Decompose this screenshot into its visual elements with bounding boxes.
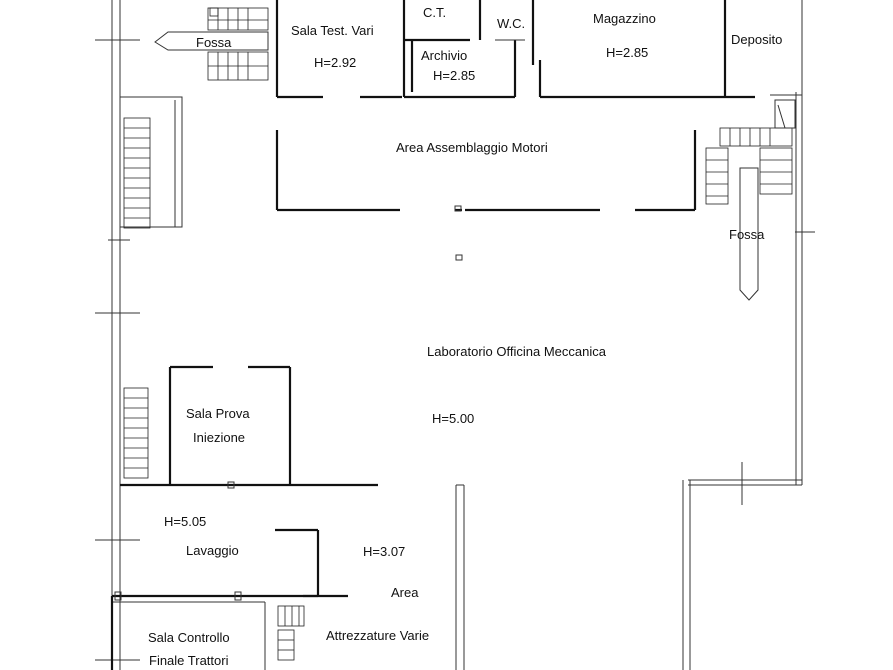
label-deposito: Deposito: [731, 32, 782, 47]
label-area: Area: [391, 585, 419, 600]
label-archivio-height: H=2.85: [433, 68, 475, 83]
label-sala-test-height: H=2.92: [314, 55, 356, 70]
fossa-top-pit: [154, 7, 269, 81]
right-staircase-fossa: [705, 99, 796, 301]
left-staircase-upper: [119, 96, 183, 229]
label-lavaggio-height: H=5.05: [164, 514, 206, 529]
label-archivio: Archivio: [421, 48, 467, 63]
label-fossa-right: Fossa: [729, 227, 765, 242]
label-lavaggio: Lavaggio: [186, 543, 239, 558]
label-attrezzature: Attrezzature Varie: [326, 628, 429, 643]
assemblaggio-walls: [275, 130, 697, 261]
label-laboratorio: Laboratorio Officina Meccanica: [427, 344, 607, 359]
square-marker-icon: [209, 7, 219, 17]
label-ct: C.T.: [423, 5, 446, 20]
label-sala-prova-1: Sala Prova: [186, 406, 250, 421]
sala-prova-walls: [120, 365, 378, 489]
label-area-height: H=3.07: [363, 544, 405, 559]
label-sala-test: Sala Test. Vari: [291, 23, 374, 38]
label-laboratorio-height: H=5.00: [432, 411, 474, 426]
label-wc: W.C.: [497, 16, 525, 31]
label-sala-controllo-1: Sala Controllo: [148, 630, 230, 645]
label-magazzino: Magazzino: [593, 11, 656, 26]
top-rooms-walls: [275, 0, 802, 99]
lower-walls: [110, 480, 691, 670]
label-assemblaggio: Area Assemblaggio Motori: [396, 140, 548, 155]
label-fossa-top: Fossa: [196, 35, 232, 50]
outer-walls: [95, 0, 815, 670]
room-labels: Fossa Sala Test. Vari H=2.92 C.T. W.C. A…: [148, 5, 782, 668]
label-sala-prova-2: Iniezione: [193, 430, 245, 445]
label-magazzino-height: H=2.85: [606, 45, 648, 60]
label-sala-controllo-2: Finale Trattori: [149, 653, 229, 668]
